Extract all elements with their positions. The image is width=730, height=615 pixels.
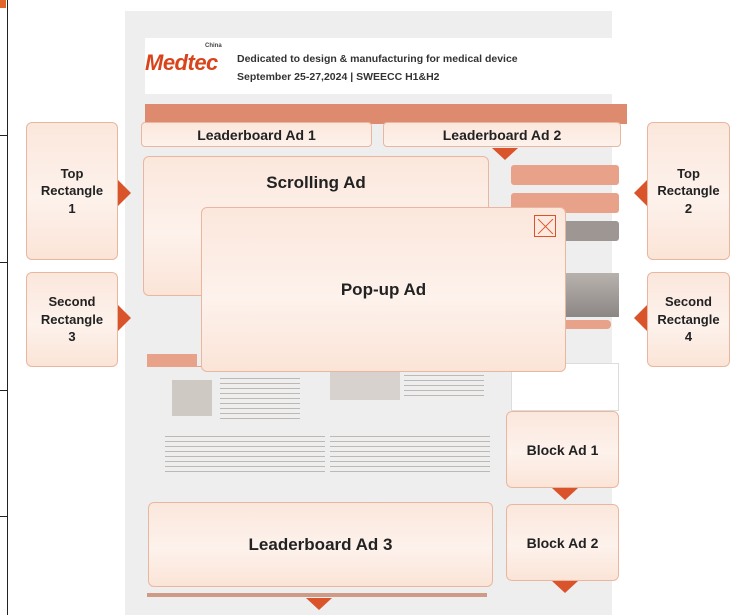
site-nav-bar: [145, 104, 627, 124]
popup-ad-label: Pop-up Ad: [340, 279, 427, 299]
side-pill: [561, 320, 611, 329]
side-button: [511, 165, 619, 185]
news-text: [404, 370, 484, 400]
block-ad-2-label: Block Ad 2: [526, 534, 599, 551]
leaderboard-ad-2: Leaderboard Ad 2: [383, 122, 621, 147]
label-line: Rectangle: [657, 311, 720, 327]
pointer-icon: [552, 488, 578, 500]
block-ad-1-label: Block Ad 1: [526, 441, 599, 458]
label-line: Rectangle: [657, 183, 720, 199]
label-line: Rectangle: [40, 311, 104, 327]
news-links: [165, 436, 325, 476]
site-logo: Medtec: [145, 50, 218, 75]
leaderboard-ad-3: Leaderboard Ad 3: [148, 502, 493, 587]
pointer-icon: [634, 180, 647, 206]
label-line: 3: [68, 329, 76, 345]
site-header: Medtec China Dedicated to design & manuf…: [145, 38, 627, 94]
pointer-icon: [306, 598, 332, 610]
label-line: Top: [60, 165, 84, 181]
top-rectangle-1: Top Rectangle 1: [26, 122, 118, 260]
label-line: 2: [684, 200, 693, 216]
label-line: Second: [665, 294, 712, 310]
left-border-rule: [0, 0, 8, 615]
label-line: Second: [48, 294, 96, 310]
border-tick: [0, 262, 8, 263]
news-image: [172, 380, 212, 416]
label-line: Top: [677, 165, 700, 181]
event-dates: September 25-27,2024 | SWEECC H1&H2: [237, 71, 440, 83]
news-links: [330, 436, 490, 476]
logo-tag: China: [205, 43, 222, 49]
site-tagline: Dedicated to design & manufacturing for …: [237, 53, 518, 65]
popup-ad: Pop-up Ad: [201, 207, 566, 372]
border-tick: [0, 516, 8, 517]
block-ad-2: Block Ad 2: [506, 504, 619, 581]
pointer-icon: [118, 180, 131, 206]
leaderboard-ad-3-label: Leaderboard Ad 3: [248, 534, 393, 554]
news-image: [330, 370, 400, 400]
label-line: 4: [684, 329, 693, 345]
scrolling-ad-label: Scrolling Ad: [266, 173, 366, 192]
pointer-icon: [118, 305, 131, 331]
corner-accent: [0, 0, 6, 8]
news-header: [147, 354, 197, 367]
bottom-bar: [147, 593, 487, 597]
news-text: [220, 378, 300, 423]
label-line: Rectangle: [40, 183, 104, 199]
label-line: 1: [68, 200, 76, 216]
second-rectangle-3: Second Rectangle 3: [26, 272, 118, 367]
close-x-icon[interactable]: [534, 215, 556, 237]
pointer-icon: [492, 148, 518, 160]
pointer-icon: [552, 581, 578, 593]
block-ad-1: Block Ad 1: [506, 411, 619, 488]
top-rectangle-2: Top Rectangle 2: [647, 122, 730, 260]
border-tick: [0, 135, 8, 136]
second-rectangle-4: Second Rectangle 4: [647, 272, 730, 367]
border-tick: [0, 390, 8, 391]
leaderboard-ad-1: Leaderboard Ad 1: [141, 122, 372, 147]
pointer-icon: [634, 305, 647, 331]
